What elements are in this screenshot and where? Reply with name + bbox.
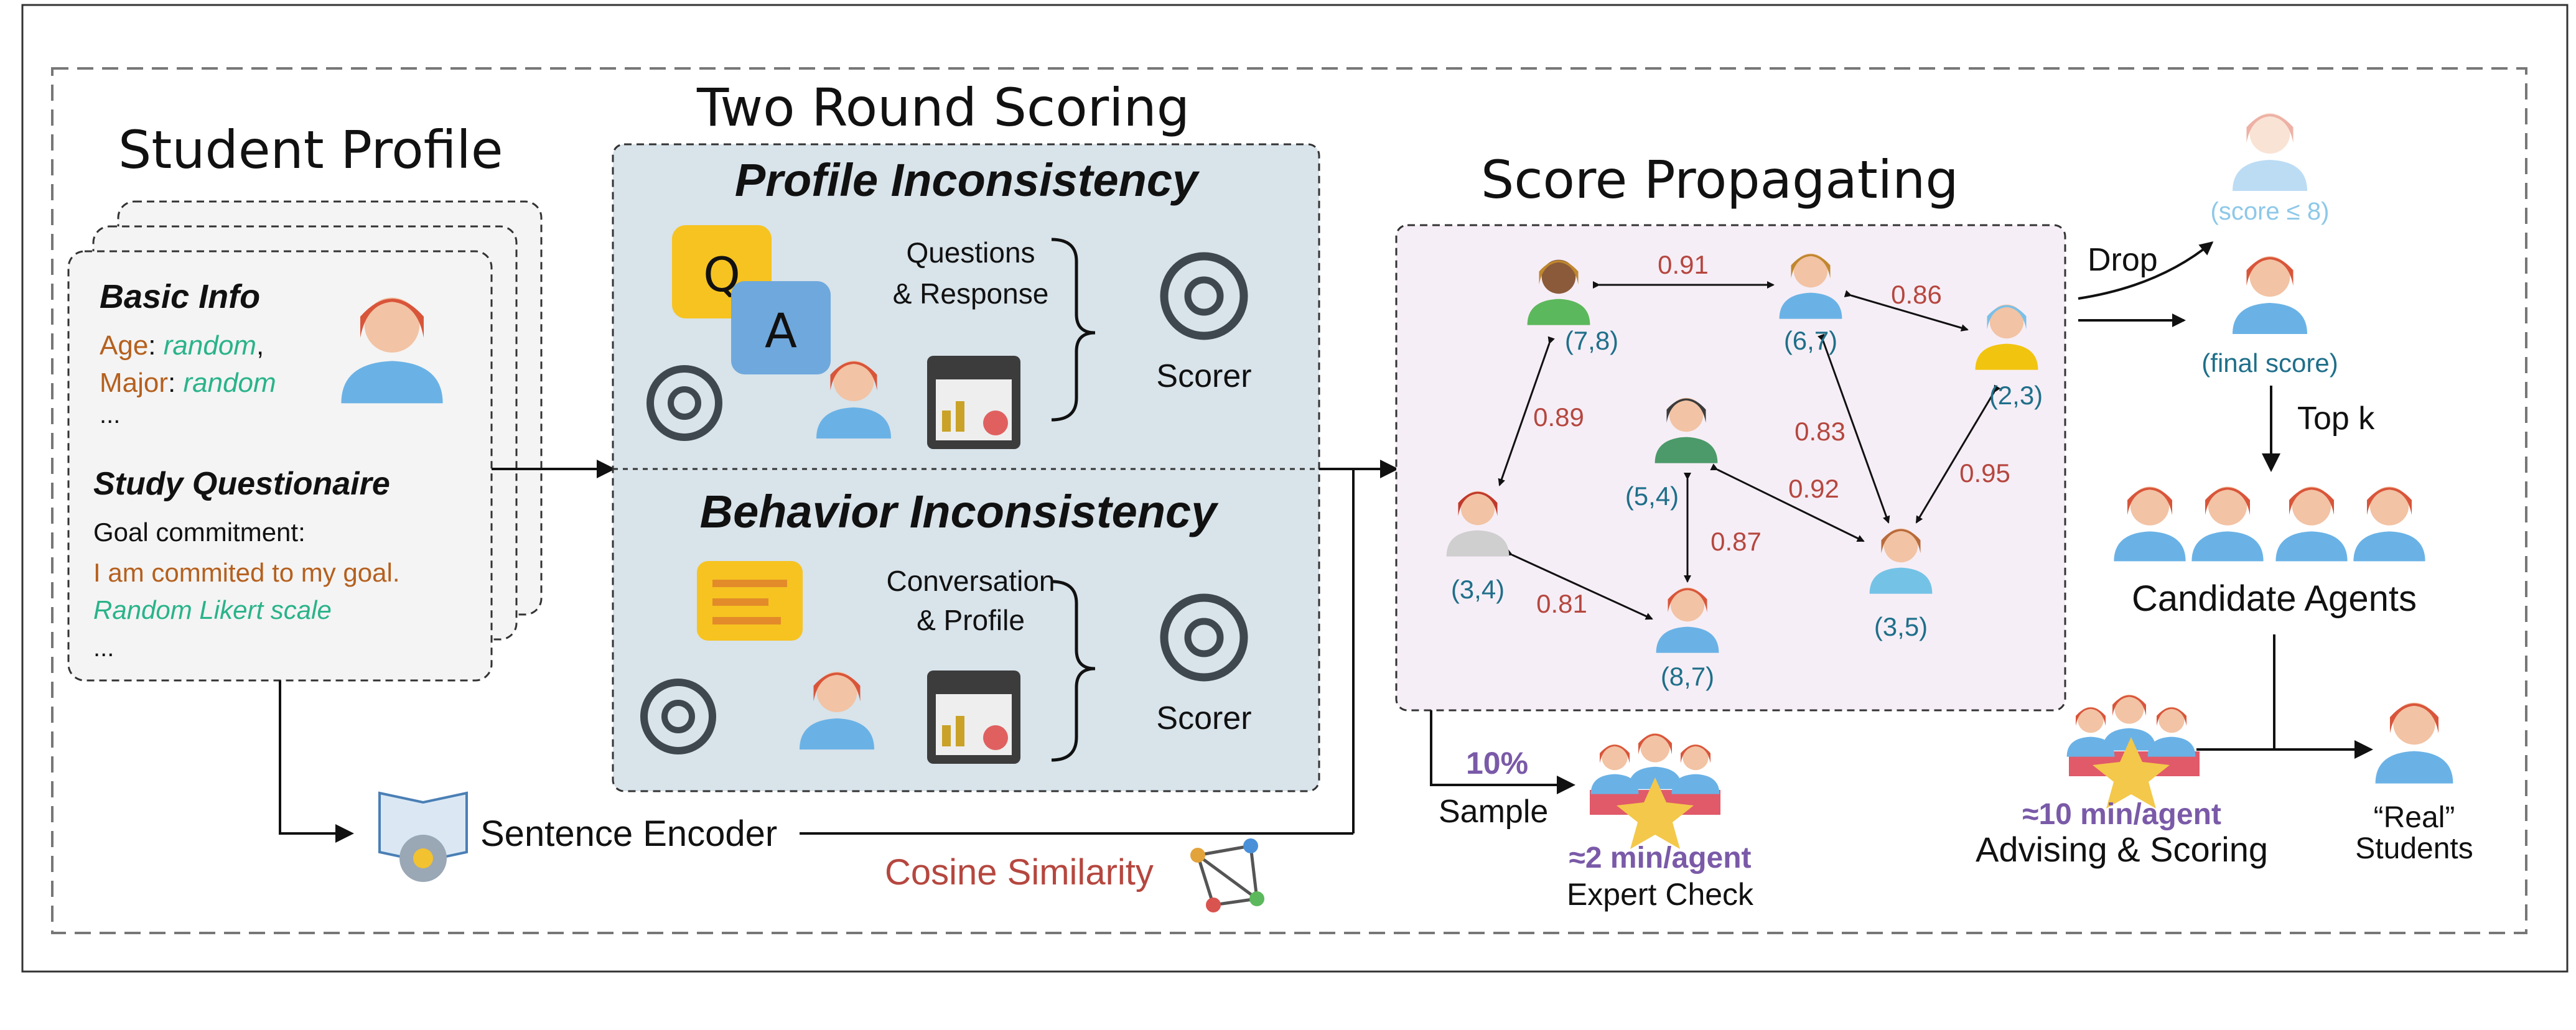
graph-edge-n78-n34 — [1498, 336, 1555, 486]
scorer-1-label: Scorer — [1156, 358, 1251, 394]
graph-edge-n34-n87 — [1505, 549, 1653, 620]
real-label-1: “Real” — [2374, 801, 2455, 834]
openai-logo-icon — [646, 365, 722, 441]
node-score-n34: (3,4) — [1451, 575, 1505, 604]
graph-edge-n67-n23 — [1844, 290, 1969, 332]
agent-node-n34 — [1446, 491, 1510, 557]
goal-label: Goal commitment: — [93, 517, 306, 547]
edge-weight-n54-n35: 0.92 — [1788, 474, 1839, 503]
profile-inconsistency-title: Profile Inconsistency — [735, 154, 1200, 206]
age-line: Age: random, — [100, 330, 264, 361]
brace-2 — [1051, 580, 1096, 762]
ellipsis-1: ... — [100, 401, 120, 429]
profile-to-encoder-arrow — [279, 680, 354, 843]
candidate-agents-label: Candidate Agents — [2132, 578, 2417, 619]
edge-weight-n78-n34: 0.89 — [1533, 402, 1584, 432]
scorer-logo-icon-2 — [1160, 593, 1248, 682]
edge-weight-n34-n87: 0.81 — [1536, 589, 1587, 618]
major-key: Major — [100, 368, 168, 398]
basic-info-title: Basic Info — [100, 278, 260, 315]
real-student-icon — [2375, 702, 2453, 784]
expert-check-section: 10% Sample ≈2 min/agent Expert Check — [1430, 710, 1754, 912]
openai-logo-icon-2 — [640, 679, 716, 754]
expert-check-label: Expert Check — [1567, 877, 1754, 912]
scorer-logo-icon-1 — [1160, 252, 1248, 340]
outer-frame — [21, 4, 2569, 973]
expert-time: ≈2 min/agent — [1569, 842, 1751, 875]
cosine-similarity-label: Cosine Similarity — [885, 852, 1154, 893]
encoder-section: Sentence Encoder Cosine Similarity — [378, 791, 1353, 912]
major-value: random — [183, 368, 276, 398]
conversation-bubble-icon — [697, 561, 803, 641]
top-k-label: Top k — [2297, 401, 2375, 437]
agent-node-n23 — [1975, 304, 2038, 370]
node-score-n23: (2,3) — [1989, 381, 2043, 410]
edge-weight-n67-n23: 0.86 — [1891, 280, 1942, 309]
drop-label: Drop — [2088, 242, 2158, 278]
two-round-scoring-section: Two Round Scoring Profile Inconsistency … — [612, 77, 1320, 792]
age-value: random — [164, 330, 256, 361]
two-round-title: Two Round Scoring — [696, 77, 1190, 138]
cp-line-2: & Profile — [917, 604, 1025, 636]
behavior-inconsistency-title: Behavior Inconsistency — [700, 486, 1220, 537]
edge-weight-n78-n67: 0.91 — [1658, 250, 1709, 279]
outcome-section: Drop (score ≤ 8) (final score) Top k Can… — [1976, 113, 2473, 869]
graph-edge-n54-n35 — [1710, 463, 1865, 542]
node-score-n54: (5,4) — [1625, 481, 1679, 511]
kept-agent-icon — [2233, 256, 2307, 334]
sample-label: Sample — [1439, 794, 1548, 830]
cp-line-1: Conversation — [886, 565, 1055, 597]
dashboard-icon — [927, 356, 1020, 449]
edge-weight-n67-n35: 0.83 — [1794, 417, 1846, 446]
agent-node-n54 — [1654, 397, 1718, 463]
agent-node-n67 — [1779, 253, 1842, 319]
network-icon — [1190, 838, 1264, 912]
major-line: Major: random — [100, 368, 276, 398]
qr-line-2: & Response — [893, 277, 1049, 310]
final-score-label: (final score) — [2201, 348, 2338, 378]
node-score-n67: (6,7) — [1784, 326, 1837, 355]
drop-arrow — [2078, 241, 2214, 300]
qa-bubble-icon: Q A — [672, 225, 831, 374]
age-key: Age — [100, 330, 148, 361]
dropped-score: (score ≤ 8) — [2211, 198, 2330, 225]
edge-weight-n54-n87: 0.87 — [1710, 527, 1762, 556]
candidate-agents-icons — [2114, 486, 2425, 562]
graph-nodes: (7,8) (6,7) (2,3) (5,4) (3,4) (8,7) (3,5) — [1446, 253, 2043, 691]
expert-group-icon — [1590, 733, 1720, 849]
node-score-n87: (8,7) — [1661, 662, 1714, 691]
score-propagating-title: Score Propagating — [1481, 149, 1959, 210]
a-letter: A — [765, 303, 797, 358]
sentence-encoder-label: Sentence Encoder — [480, 814, 777, 854]
advising-time: ≈10 min/agent — [2022, 798, 2221, 831]
dropped-agent-icon — [2233, 113, 2307, 191]
agent-node-n87 — [1656, 587, 1719, 653]
goal-item: I am commited to my goal. — [93, 558, 400, 587]
student-profile-section: Student Profile Basic Info Age: random, … — [67, 119, 543, 682]
real-label-2: Students — [2355, 832, 2473, 865]
node-score-n78: (7,8) — [1565, 326, 1618, 355]
questionnaire-title: Study Questionaire — [93, 466, 390, 502]
agent-node-n35 — [1869, 528, 1933, 594]
likert-text: Random Likert scale — [93, 595, 332, 624]
ellipsis-2: ... — [93, 634, 114, 662]
advising-group-icon — [2066, 694, 2200, 809]
graph-edges: 0.91 0.86 0.89 0.83 0.95 0.92 0.87 0.81 — [1498, 250, 2010, 620]
sample-arrow — [1430, 710, 1575, 794]
brace-1 — [1051, 238, 1096, 422]
student-profile-title: Student Profile — [118, 119, 503, 180]
advising-label: Advising & Scoring — [1976, 830, 2268, 869]
node-score-n35: (3,5) — [1874, 612, 1928, 641]
scorer-2-label: Scorer — [1156, 700, 1251, 736]
encoder-book-icon — [378, 791, 468, 882]
graph-edge-n23-n35 — [1915, 384, 2001, 524]
qr-line-1: Questions — [906, 236, 1035, 269]
dashboard-icon-2 — [927, 670, 1020, 764]
edge-weight-n23-n35: 0.95 — [1959, 458, 2010, 488]
sample-pct: 10% — [1466, 746, 1528, 781]
graph-edge-n67-n35 — [1817, 333, 1890, 524]
agent-node-n78 — [1527, 259, 1590, 325]
